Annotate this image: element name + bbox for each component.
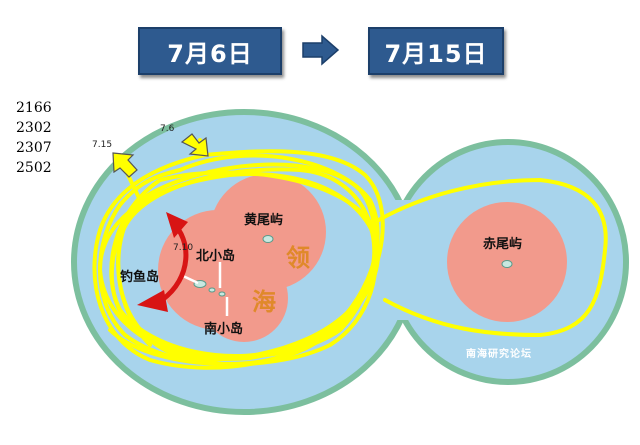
exit-date-marker: 7.15 [92,140,113,150]
diaoyu-label: 钓鱼岛 [120,270,160,285]
nanxiao-label: 南小岛 [204,322,244,337]
ship-track [92,138,608,370]
closest-approach-arrow-icon [137,212,189,312]
ship-id: 2166 [16,100,52,116]
chiwei-label: 赤尾屿 [483,237,523,252]
exit-arrow-icon [112,152,138,178]
huangwei-label: 黄尾屿 [244,213,284,228]
end-date-box: 7月15日 [368,27,504,75]
entry-arrow-icon [180,133,209,157]
ship-id: 2502 [16,160,52,176]
territorial-sea [158,174,567,342]
watermark: 南海研究论坛 [466,349,532,360]
territorial-sea-char: 领 [286,243,310,272]
ship-id: 2302 [16,120,52,136]
entry-date-marker: 7.6 [160,124,175,134]
ship-id-list: 2166 2302 2307 2502 [16,98,52,178]
island-markers [193,235,513,297]
date-arrow-icon [302,34,340,66]
ship-id: 2307 [16,140,52,156]
leader-lines [182,262,229,316]
beixiao-label: 北小岛 [196,249,236,264]
closest-date-marker: 7.10 [173,243,194,253]
start-date-box: 7月6日 [138,27,282,75]
territorial-sea-char: 海 [252,287,276,316]
